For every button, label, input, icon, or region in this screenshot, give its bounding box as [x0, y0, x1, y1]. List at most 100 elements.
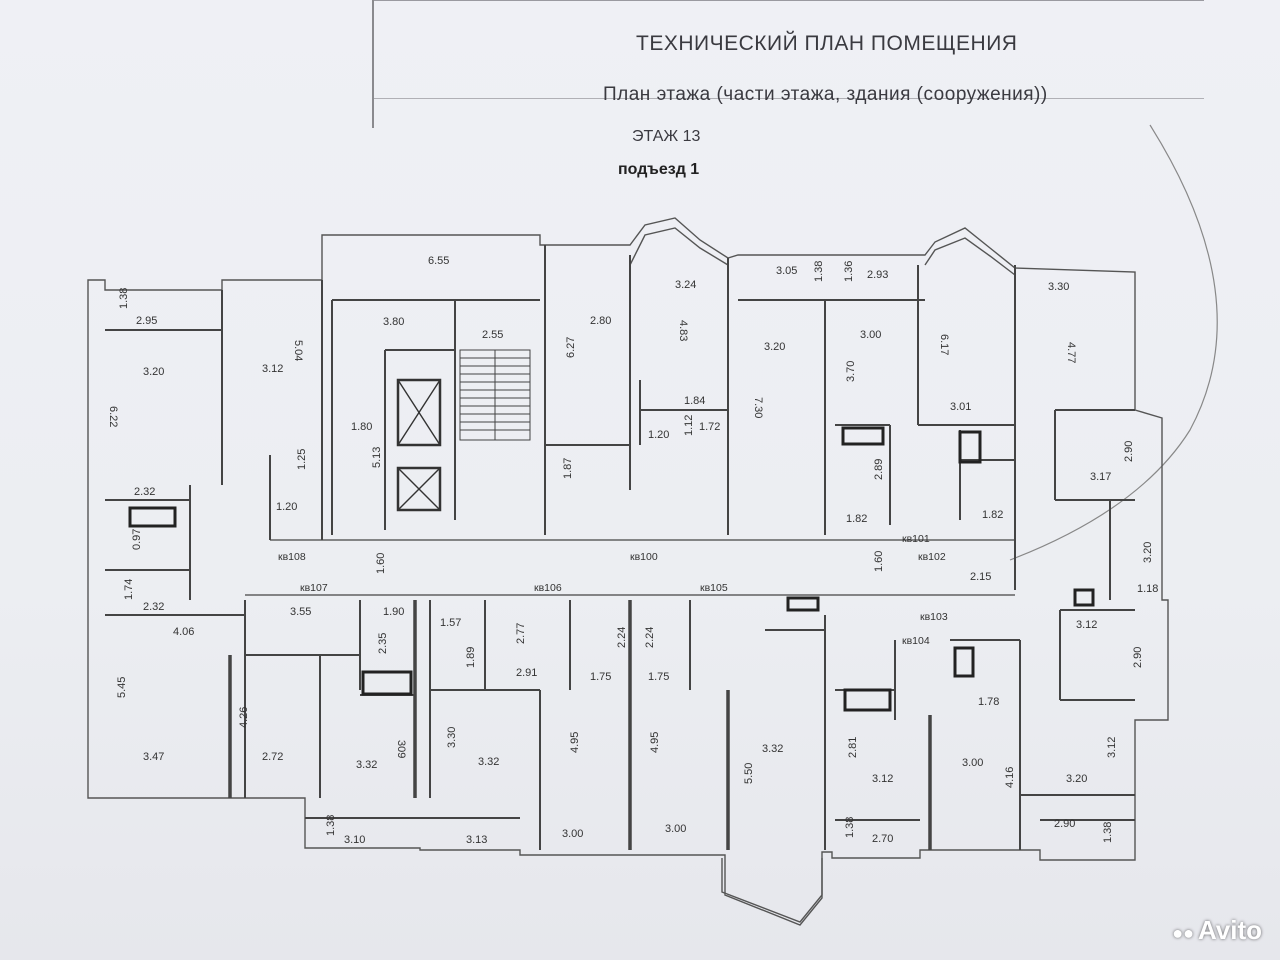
dim-label: 3.20	[764, 341, 785, 353]
dim-label: 2.55	[482, 329, 503, 341]
apt-label-103: кв103	[920, 611, 948, 623]
dim-label: 2.72	[262, 751, 283, 763]
dim-label: 1.18	[1137, 583, 1158, 595]
apt-label-107: кв107	[300, 582, 328, 594]
dim-label: 3.00	[562, 828, 583, 840]
dim-label: 3.20	[1066, 773, 1087, 785]
apt-label-105: кв105	[700, 582, 728, 594]
dim-label: 1.60	[375, 553, 387, 574]
dim-label: 3.30	[1048, 281, 1069, 293]
section-arc	[1009, 124, 1218, 561]
dim-label: 4.06	[173, 626, 194, 638]
dim-label: 1.57	[440, 617, 461, 629]
document-subtitle: План этажа (части этажа, здания (сооруже…	[603, 84, 1048, 105]
dim-label: 2.93	[867, 269, 888, 281]
dim-label: 2.15	[970, 571, 991, 583]
apt-label-101: кв101	[902, 533, 930, 545]
apt-label-106: кв106	[534, 582, 562, 594]
floor-label: ЭТАЖ 13	[632, 128, 701, 145]
dim-label: 2.24	[644, 627, 656, 648]
dim-label: 4.16	[1004, 767, 1016, 788]
dim-label: 3.32	[762, 743, 783, 755]
dim-label: 2.80	[590, 315, 611, 327]
dim-label: 1.80	[351, 421, 372, 433]
walls	[105, 245, 1135, 850]
dim-label: 2.91	[516, 667, 537, 679]
dim-label: 3.12	[1076, 619, 1097, 631]
dim-label: 309	[395, 740, 407, 758]
dim-label: 3.17	[1090, 471, 1111, 483]
title-block	[372, 0, 1204, 128]
apt-label-108: кв108	[278, 551, 306, 563]
dim-label: 3.01	[950, 401, 971, 413]
bay-window-1	[629, 227, 729, 266]
dim-label: 4.95	[569, 732, 581, 753]
dim-label: 1.38	[844, 817, 856, 838]
dim-label: 2.90	[1132, 647, 1144, 668]
dim-label: 1.82	[982, 509, 1003, 521]
bay-window-2	[924, 237, 1016, 276]
dim-label: 4.26	[238, 707, 250, 728]
apt-label-100: кв100	[630, 551, 658, 563]
dim-label: 3.00	[860, 329, 881, 341]
dim-label: 1.38	[118, 288, 130, 309]
dim-label: 1.74	[123, 579, 135, 600]
dim-label: 1.20	[276, 501, 297, 513]
dim-label: 1.75	[648, 671, 669, 683]
title-bottom-rule	[374, 98, 1204, 99]
dim-label: 1.87	[562, 458, 574, 479]
utility-shafts	[128, 426, 1095, 712]
dim-label: 3.05	[776, 265, 797, 277]
dim-label: 3.12	[262, 363, 283, 375]
dim-label: 3.00	[665, 823, 686, 835]
dim-label: 3.12	[872, 773, 893, 785]
document-title: ТЕХНИЧЕСКИЙ ПЛАН ПОМЕЩЕНИЯ	[636, 32, 1018, 55]
avito-dots-icon: ●●	[1172, 923, 1194, 943]
dim-label: 1.12	[683, 415, 695, 436]
dim-label: 3.20	[143, 366, 164, 378]
dim-label: 1.89	[465, 647, 477, 668]
dim-label: 1.20	[648, 429, 669, 441]
dim-label: 6.17	[938, 334, 950, 355]
dim-label: 1.72	[699, 421, 720, 433]
dim-label: 1.38	[1102, 822, 1114, 843]
dim-label: 3.20	[1142, 542, 1154, 563]
elevator-shafts	[396, 378, 442, 512]
dim-label: 2.70	[872, 833, 893, 845]
watermark-text: Avito	[1197, 915, 1262, 945]
balcony-bottom	[721, 858, 823, 923]
dim-label: 2.77	[515, 623, 527, 644]
dim-label: 3.47	[143, 751, 164, 763]
dim-label: 3.30	[446, 727, 458, 748]
dim-label: 3.12	[1106, 737, 1118, 758]
dim-label: 5.13	[371, 447, 383, 468]
title-top-rule	[374, 0, 1204, 1]
dim-label: 3.10	[344, 834, 365, 846]
dim-label: 2.32	[143, 601, 164, 613]
dim-label: 2.81	[847, 737, 859, 758]
apt-label-104: кв104	[902, 635, 930, 647]
dim-label: 2.90	[1054, 818, 1075, 830]
dim-label: 3.00	[962, 757, 983, 769]
dim-label: 6.27	[565, 337, 577, 358]
dim-label: 4.77	[1065, 342, 1077, 363]
dim-label: 1.78	[978, 696, 999, 708]
dim-label: 2.89	[873, 459, 885, 480]
dim-label: 2.32	[134, 486, 155, 498]
staircase	[459, 349, 531, 441]
dim-label: 3.80	[383, 316, 404, 328]
dim-label: 7.30	[752, 397, 764, 418]
watermark-logo: ●●Avito	[1172, 915, 1262, 946]
apt-label-102: кв102	[918, 551, 946, 563]
dim-label: 5.04	[292, 340, 304, 361]
dim-label: 3.32	[478, 756, 499, 768]
apartment-labels: кв108 кв107 кв106 кв105 кв100 кв101 кв10…	[278, 533, 948, 647]
dim-label: 2.24	[616, 627, 628, 648]
dim-label: 5.45	[116, 677, 128, 698]
dim-label: 1.25	[296, 449, 308, 470]
dim-label: 1.60	[873, 551, 885, 572]
dim-label: 6.55	[428, 255, 449, 267]
dim-label: 3.13	[466, 834, 487, 846]
dim-label: 1.84	[684, 395, 705, 407]
